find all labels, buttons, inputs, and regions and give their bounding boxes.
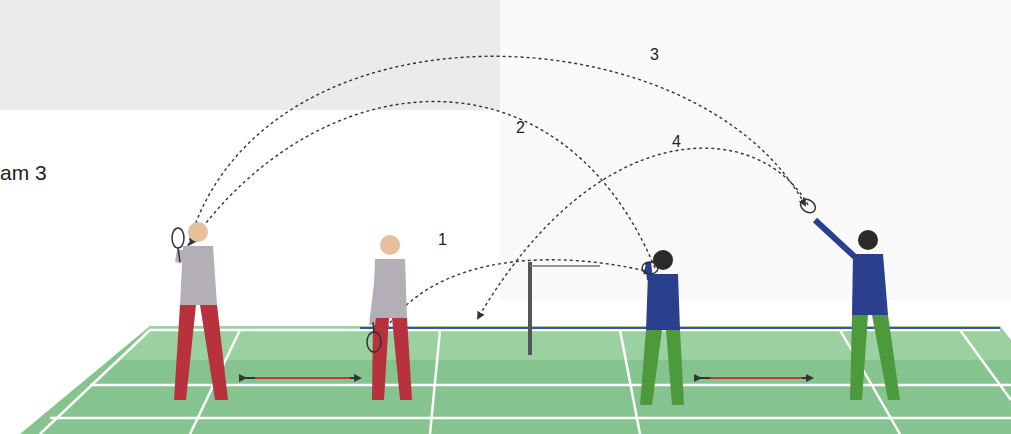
player-head <box>653 250 673 270</box>
court-line <box>40 330 150 434</box>
player-head <box>858 230 878 250</box>
shuttle-paths <box>188 56 808 338</box>
court-line <box>50 417 1011 420</box>
faded-photo <box>0 0 500 110</box>
shuttle-path <box>190 101 655 268</box>
net-tape <box>530 265 600 267</box>
court-line <box>150 329 1000 332</box>
player-legs <box>640 330 684 405</box>
player <box>367 235 412 400</box>
player-head <box>380 235 400 255</box>
player <box>172 222 228 400</box>
racket <box>642 262 658 274</box>
player-head <box>188 222 208 242</box>
player-shirt <box>852 254 888 315</box>
callout-number: 2 <box>516 120 525 136</box>
callout-number: 4 <box>672 134 681 150</box>
movement-arrow-core <box>255 377 350 379</box>
callout-number: 1 <box>438 232 447 248</box>
racket <box>798 196 818 215</box>
racket <box>172 228 184 248</box>
racket-handle <box>373 322 374 332</box>
player-shirt <box>646 274 680 330</box>
racket-handle <box>178 248 180 262</box>
player-legs <box>850 315 900 400</box>
shuttle-path <box>380 260 650 338</box>
player-legs <box>372 318 412 400</box>
court-line <box>620 330 640 434</box>
shuttle-path <box>188 56 805 246</box>
player-arm <box>372 275 378 325</box>
racket <box>367 332 381 352</box>
movement-arrow-core <box>710 377 802 379</box>
shuttle-path <box>478 148 808 318</box>
callout-number: 3 <box>650 47 659 63</box>
court-line <box>960 330 1011 400</box>
player-legs <box>174 305 228 400</box>
player-arm <box>815 220 856 258</box>
faded-print <box>500 0 1011 300</box>
figure-label: am 3 <box>0 162 47 183</box>
net-base-line <box>360 327 1000 329</box>
movement-arrow <box>245 377 360 379</box>
player <box>798 196 900 400</box>
movement-arrow <box>700 377 812 379</box>
net-post <box>528 262 532 355</box>
court-line <box>430 330 440 434</box>
player-arm <box>648 262 650 280</box>
player <box>640 250 684 405</box>
